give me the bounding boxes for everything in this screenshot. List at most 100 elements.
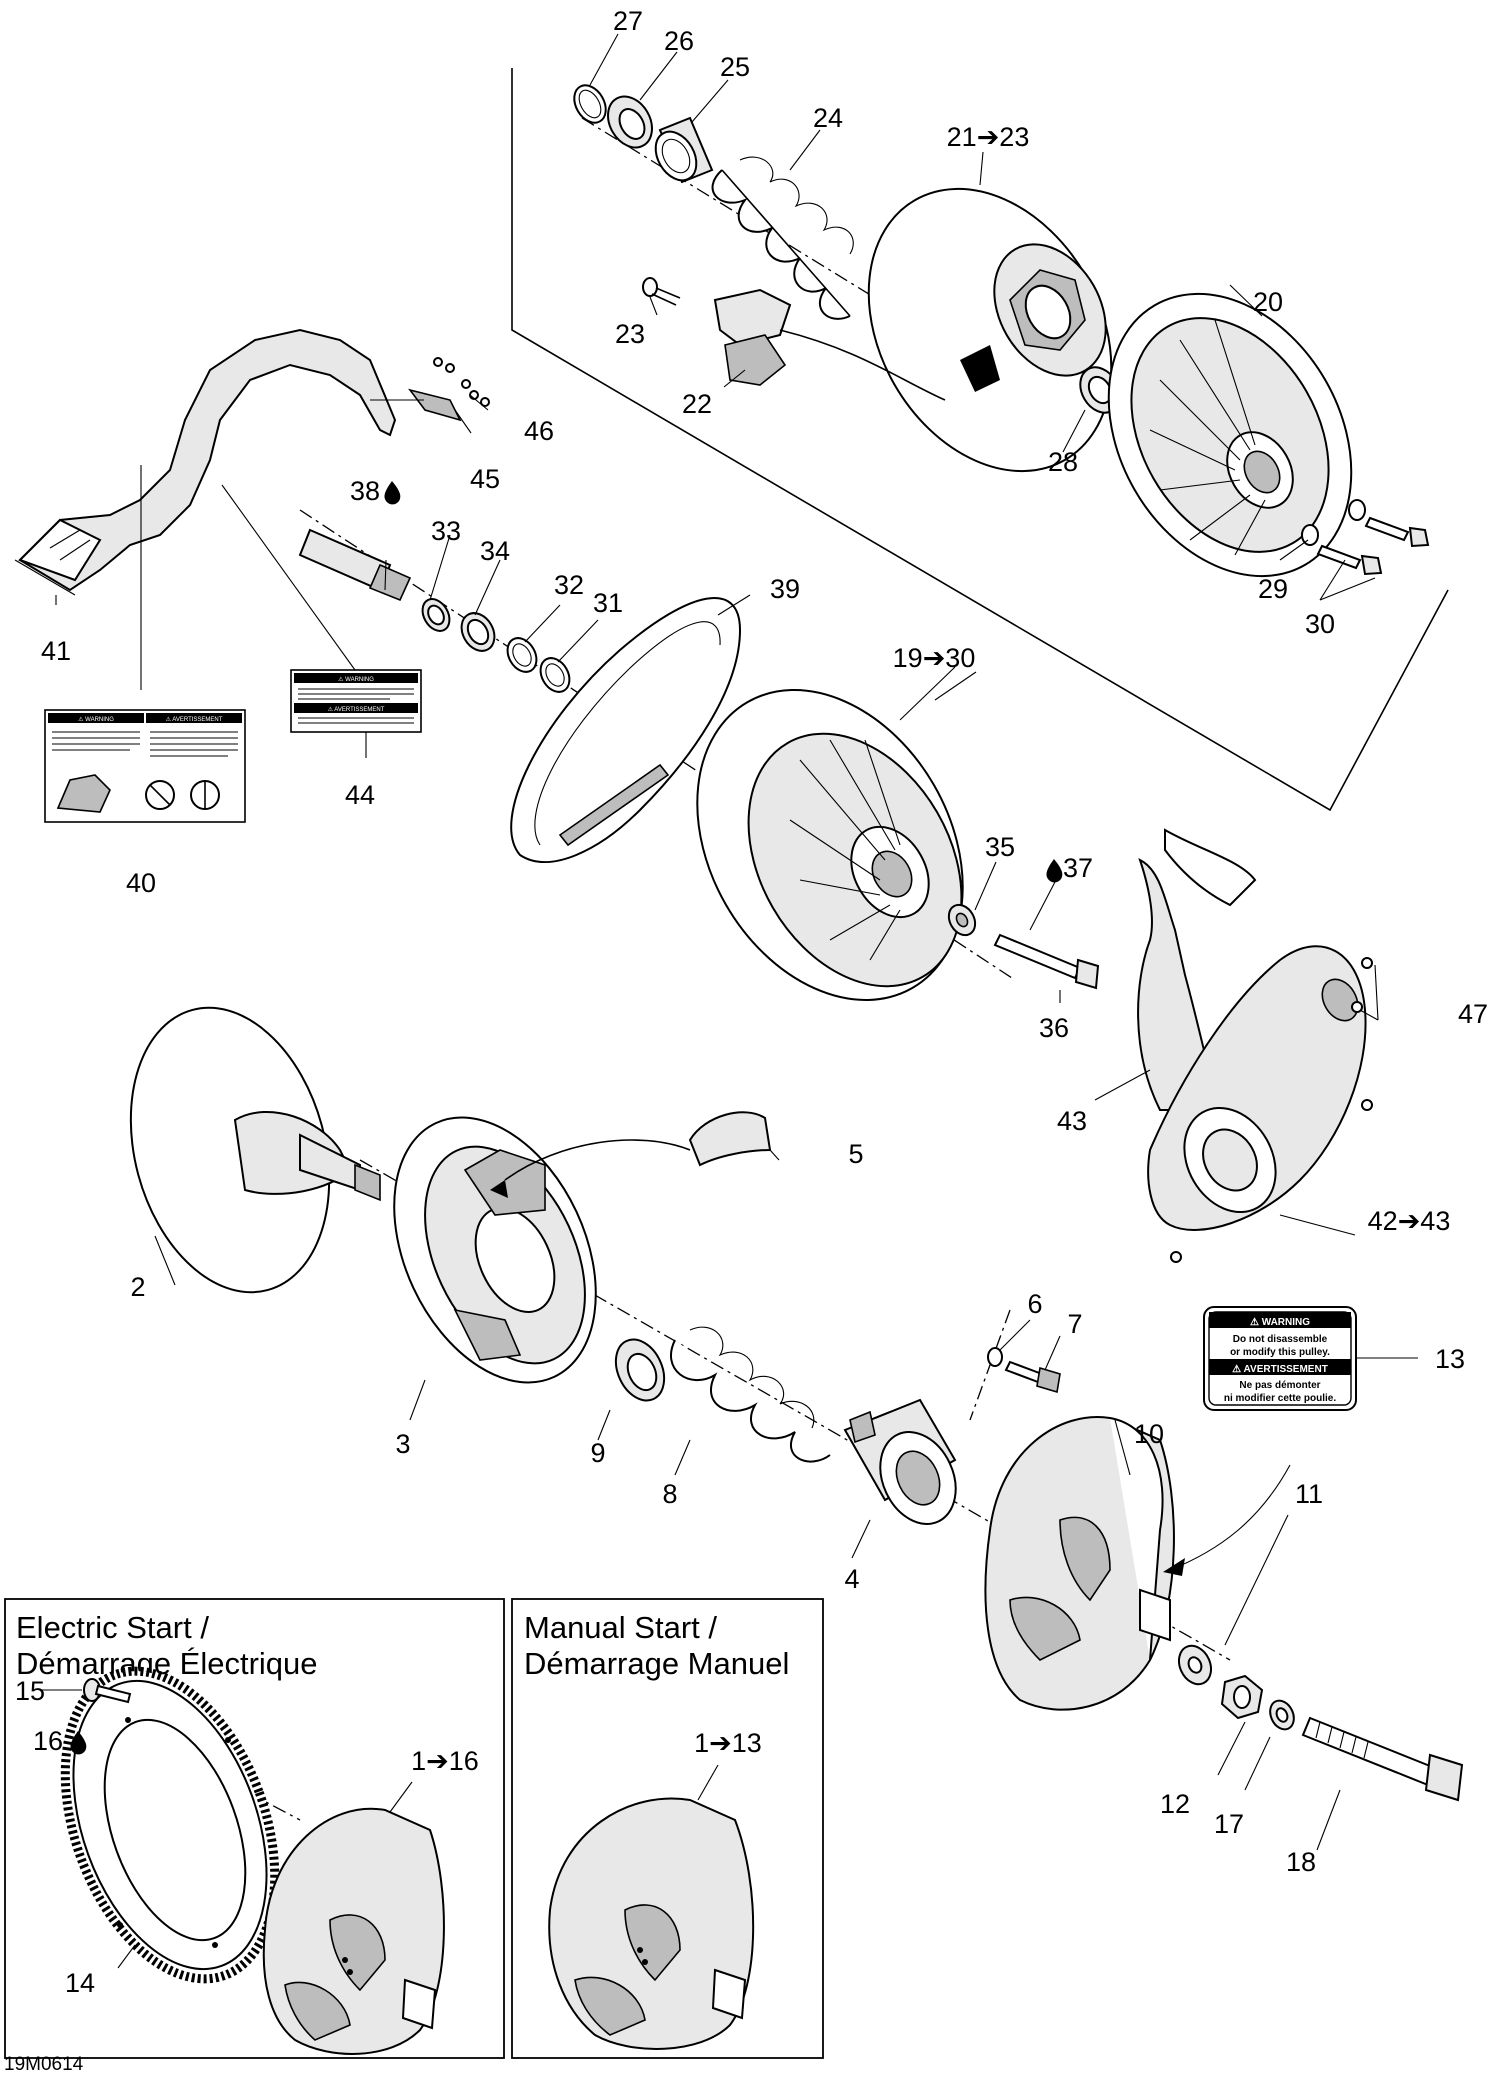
callout-33: 33	[431, 516, 461, 546]
callout-25: 25	[720, 52, 750, 82]
callout-39: 39	[770, 574, 800, 604]
part-36-bolt	[993, 933, 1100, 990]
callout-1-13: 1➔13	[694, 1728, 762, 1758]
part-42-43-belt-cover	[1147, 945, 1367, 1231]
part-27-retaining-ring	[573, 84, 607, 124]
callout-26: 26	[664, 26, 694, 56]
part-24-spring	[711, 156, 854, 320]
callout-46: 46	[524, 416, 554, 446]
callout-19-30: 19➔30	[893, 643, 976, 673]
part-3-governor-cup	[393, 1116, 597, 1384]
part-31-washer	[539, 657, 571, 693]
callout-29: 29	[1258, 574, 1288, 604]
part-43-cover-insulator	[1137, 828, 1257, 1111]
manual-start-title-line2: Démarrage Manuel	[524, 1646, 789, 1681]
part-19-30-driven-pulley	[696, 689, 964, 1001]
callout-4: 4	[844, 1564, 859, 1594]
part-8-spring	[670, 1326, 831, 1463]
warning-label-44: ⚠ WARNING ⚠ AVERTISSEMENT	[290, 669, 422, 733]
part-10-movable-sheave	[984, 1416, 1175, 1711]
part-33-washer	[421, 598, 451, 632]
part-22-slider-shoe	[713, 288, 946, 401]
part-20-fixed-sheave	[1107, 292, 1353, 578]
warning-label-13: ⚠ WARNING Do not disassemble or modify t…	[1203, 1306, 1357, 1411]
callout-12: 12	[1160, 1789, 1190, 1819]
manual-start-title-line1: Manual Start /	[524, 1610, 717, 1645]
part-35-washer	[947, 903, 977, 937]
callout-35: 35	[985, 832, 1015, 862]
callout-28: 28	[1048, 447, 1078, 477]
warning-13-title: ⚠ WARNING	[1250, 1317, 1310, 1328]
part-41-belt-guard	[14, 328, 397, 596]
callout-38: 38	[350, 476, 380, 506]
part-46-screws	[433, 357, 490, 407]
callout-21-23: 21➔23	[947, 122, 1030, 152]
part-15-screw	[83, 1678, 132, 1704]
callout-42-43: 42➔43	[1368, 1206, 1451, 1236]
callout-47: 47	[1458, 999, 1488, 1029]
part-14-ring-gear	[60, 1666, 280, 1984]
part-17-washer	[1269, 1699, 1295, 1731]
part-12-nut	[1220, 1674, 1264, 1720]
callout-37: 37	[1063, 853, 1093, 883]
callout-43: 43	[1057, 1106, 1087, 1136]
callout-9: 9	[590, 1438, 605, 1468]
warning-13-line3: Ne pas démonter	[1239, 1380, 1320, 1391]
part-38-shaft	[298, 528, 412, 602]
callout-24: 24	[813, 103, 843, 133]
inset-manual-start: Manual Start / Démarrage Manuel	[511, 1598, 824, 2059]
part-2-fixed-sheave	[129, 1006, 381, 1294]
drop-icon	[1046, 859, 1063, 883]
part-47-fasteners	[1170, 957, 1373, 1263]
warning-40-title-fr: ⚠ AVERTISSEMENT	[166, 716, 223, 723]
part-39-drive-belt	[510, 596, 742, 864]
part-23-screw	[642, 277, 681, 306]
callout-6: 6	[1027, 1289, 1042, 1319]
callout-5: 5	[848, 1139, 863, 1169]
callout-10: 10	[1134, 1419, 1164, 1449]
warning-13-title-fr: ⚠ AVERTISSEMENT	[1232, 1364, 1328, 1375]
driven-pulley-frame	[511, 68, 1449, 812]
warning-44-title-fr: ⚠ AVERTISSEMENT	[328, 706, 385, 713]
callout-15: 15	[15, 1676, 45, 1706]
part-11-washer	[1177, 1644, 1213, 1686]
leader-lines	[55, 33, 1418, 1851]
callout-30: 30	[1305, 609, 1335, 639]
part-45-bracket	[408, 388, 462, 422]
part-29-30-screws-washers	[1279, 499, 1430, 601]
warning-13-line1: Do not disassemble	[1233, 1334, 1328, 1345]
callout-7: 7	[1067, 1309, 1082, 1339]
part-6-washer	[987, 1347, 1003, 1367]
callout-1-16: 1➔16	[411, 1746, 479, 1776]
callout-41: 41	[41, 636, 71, 666]
part-1-16-drive-pulley	[262, 1807, 445, 2055]
callout-8: 8	[662, 1479, 677, 1509]
drop-icon	[70, 1731, 87, 1755]
part-34-washer	[460, 612, 496, 652]
diagram-code: 19M0614	[4, 2054, 84, 2075]
callout-16: 16	[33, 1726, 63, 1756]
part-26-washer	[607, 95, 653, 149]
callout-2: 2	[130, 1272, 145, 1302]
part-5-slider-shoe	[504, 1111, 772, 1181]
part-4-spider	[843, 1398, 957, 1525]
callout-13: 13	[1435, 1344, 1465, 1374]
callout-20: 20	[1253, 287, 1283, 317]
part-18-bolt	[1301, 1716, 1464, 1802]
callout-18: 18	[1286, 1847, 1316, 1877]
inset-electric-start: Electric Start / Démarrage Électrique	[4, 1598, 505, 2059]
callout-3: 3	[395, 1429, 410, 1459]
part-21-23-sliding-sheave	[867, 187, 1113, 473]
part-9-spring-seat	[614, 1338, 666, 1402]
callout-14: 14	[65, 1968, 95, 1998]
electric-start-title-line1: Electric Start /	[16, 1610, 209, 1645]
part-1-13-drive-pulley	[548, 1797, 755, 2050]
warning-13-line2: or modify this pulley.	[1230, 1347, 1330, 1358]
callout-36: 36	[1039, 1013, 1069, 1043]
warning-44-title: ⚠ WARNING	[338, 676, 374, 683]
part-7-screw	[1004, 1360, 1061, 1394]
callout-27: 27	[613, 6, 643, 36]
callout-31: 31	[593, 588, 623, 618]
callout-32: 32	[554, 570, 584, 600]
